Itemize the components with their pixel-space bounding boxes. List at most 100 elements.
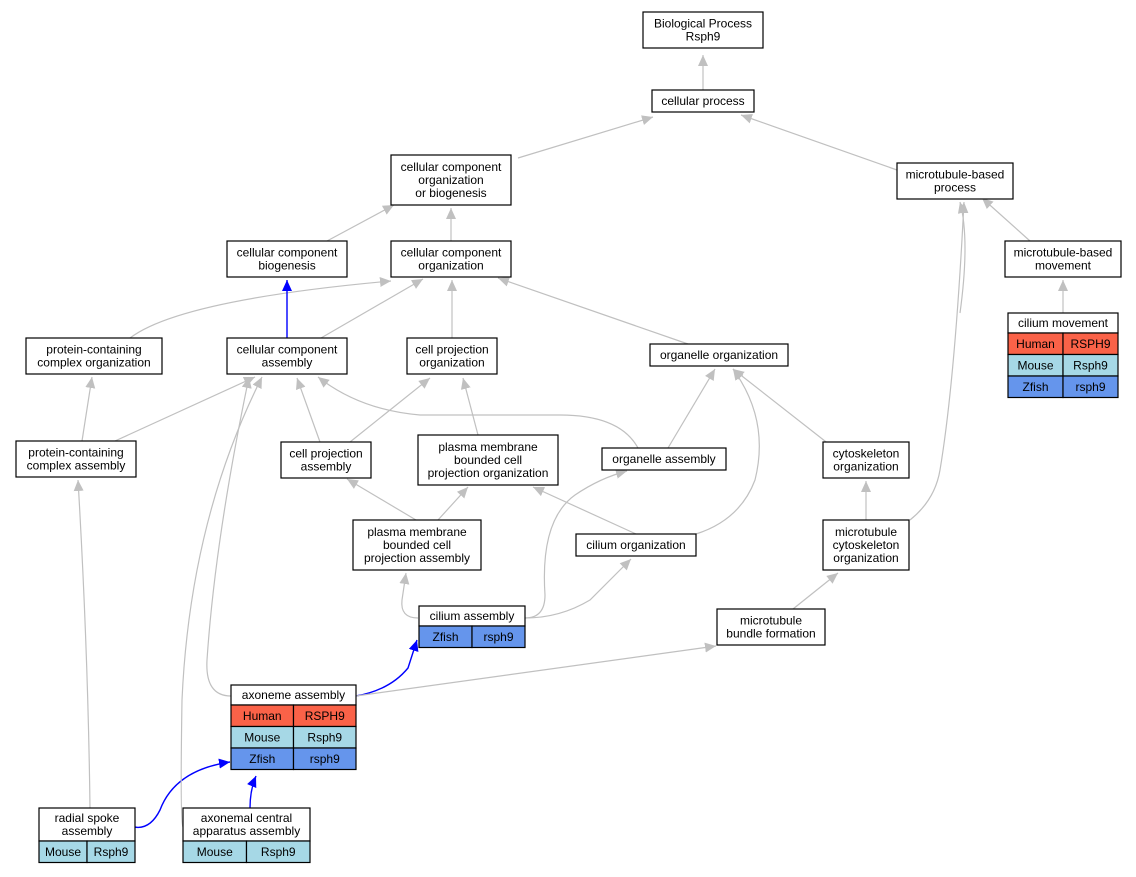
node-label-line: Biological Process <box>654 17 752 31</box>
node-label-line: organelle assembly <box>612 452 715 466</box>
node-label-line: cytoskeleton <box>833 447 900 461</box>
edge-arrow <box>695 368 760 535</box>
node-label-line: radial spoke <box>55 811 120 825</box>
node-label-line: projection organization <box>428 466 549 480</box>
edge-arrow <box>129 277 392 339</box>
edge-arrow <box>355 639 419 697</box>
node-label-line: cilium assembly <box>430 609 515 623</box>
node-label-line: bundle formation <box>726 627 815 641</box>
node-label-line: cell projection <box>415 343 488 357</box>
go-term-node-ciliumo[interactable]: cilium organization <box>575 533 697 557</box>
node-box <box>417 434 559 486</box>
edge-arrow <box>732 368 831 446</box>
node-label-line: movement <box>1035 259 1092 273</box>
edge-arrow <box>909 201 969 521</box>
node-label-line: organization <box>833 460 898 474</box>
node-label-line: plasma membrane <box>438 440 538 454</box>
node-box <box>390 154 512 206</box>
node-label-line: complex organization <box>37 356 150 370</box>
edge-arrow <box>524 468 628 619</box>
edge-arrow <box>667 368 716 449</box>
node-label-line: protein-containing <box>46 343 141 357</box>
gene-label: rsph9 <box>1075 380 1105 394</box>
node-label-line: organization <box>419 356 484 370</box>
gene-label: Rsph9 <box>307 731 342 745</box>
node-box <box>182 807 311 842</box>
node-label-line: bounded cell <box>454 453 522 467</box>
node-box <box>601 447 727 471</box>
species-label: Mouse <box>1017 359 1053 373</box>
node-box <box>651 89 755 113</box>
edge-arrow <box>460 377 479 436</box>
species-label: Mouse <box>197 845 233 859</box>
edge-arrow <box>317 376 639 449</box>
node-label-line: microtubule <box>740 614 802 628</box>
node-label-line: projection assembly <box>364 551 470 565</box>
edge-arrow <box>437 486 469 521</box>
edge-arrow <box>326 204 395 242</box>
node-label-line: assembly <box>262 356 313 370</box>
species-label: Human <box>243 709 282 723</box>
node-box <box>15 440 137 478</box>
edge-arrow <box>981 197 1031 242</box>
node-box <box>280 441 372 479</box>
node-label-line: cilium organization <box>586 538 685 552</box>
node-label-line: assembly <box>62 824 113 838</box>
edge-arrow <box>320 278 424 339</box>
node-label-line: organization <box>833 551 898 565</box>
gene-label: RSPH9 <box>1070 337 1110 351</box>
node-label-line: axonemal central <box>201 811 292 825</box>
edge-arrow <box>517 115 654 159</box>
gene-label: Rsph9 <box>94 845 129 859</box>
gene-label: RSPH9 <box>305 709 345 723</box>
gene-label: rsph9 <box>310 752 340 766</box>
edge-arrow <box>524 558 632 619</box>
edge-arrow <box>792 572 839 610</box>
node-label-line: organelle organization <box>660 348 778 362</box>
go-term-node-cp[interactable]: cellular process <box>651 89 755 113</box>
node-label-line: microtubule-based <box>1014 246 1113 260</box>
node-label-line: assembly <box>301 460 352 474</box>
node-label-line: biogenesis <box>258 259 315 273</box>
go-term-node-oa[interactable]: organelle assembly <box>601 447 727 471</box>
species-label: Human <box>1016 337 1055 351</box>
species-label: Zfish <box>1022 380 1048 394</box>
species-label: Mouse <box>244 731 280 745</box>
edge-arrow <box>740 113 898 171</box>
edge-arrow <box>497 276 689 345</box>
go-term-node-oo[interactable]: organelle organization <box>649 343 789 367</box>
node-label-line: protein-containing <box>28 446 123 460</box>
node-label-line: bounded cell <box>383 538 451 552</box>
node-label-line: apparatus assembly <box>193 824 300 838</box>
edge-arrow <box>133 758 231 829</box>
node-label-line: Rsph9 <box>686 30 721 44</box>
node-box <box>649 343 789 367</box>
node-box <box>226 240 348 278</box>
node-label-line: or biogenesis <box>415 186 486 200</box>
gene-cell <box>245 840 311 864</box>
edge-arrow <box>296 377 321 443</box>
edge-arrow <box>81 376 96 442</box>
node-label-line: cytoskeleton <box>833 538 900 552</box>
